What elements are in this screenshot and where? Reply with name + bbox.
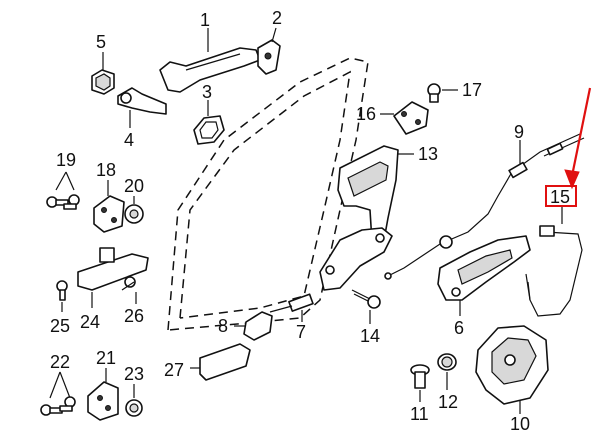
label-part-16: 16: [356, 104, 376, 124]
label-part-26: 26: [124, 306, 144, 326]
label-part-12: 12: [438, 392, 458, 412]
label-part-23: 23: [124, 364, 144, 384]
label-part-4: 4: [124, 130, 134, 150]
bracket-plate: [380, 101, 429, 135]
bushing-20: [124, 196, 144, 224]
handle-gasket: [193, 100, 225, 145]
bolt-11: [410, 364, 430, 402]
label-part-5: 5: [96, 32, 106, 52]
label-part-11: 11: [410, 404, 429, 424]
label-part-3: 3: [202, 82, 212, 102]
label-part-10: 10: [510, 414, 530, 434]
bracket-21: [87, 368, 119, 421]
label-part-24: 24: [80, 312, 100, 332]
label-part-15: 15: [550, 187, 570, 207]
bushing-23: [125, 384, 143, 417]
label-part-25: 25: [50, 316, 70, 336]
label-part-14: 14: [360, 326, 380, 346]
door-check-24: [77, 247, 149, 308]
label-part-1: 1: [200, 10, 210, 30]
label-part-18: 18: [96, 160, 116, 180]
label-part-17: 17: [462, 80, 482, 100]
lock-actuator: [437, 235, 531, 316]
handle-bracket: [319, 227, 393, 291]
lock-cylinder: [117, 87, 167, 128]
highlight-box: [545, 185, 577, 207]
highlight-callout: [545, 87, 592, 207]
lock-cylinder-cap: [91, 52, 115, 95]
label-part-9: 9: [514, 122, 524, 142]
label-part-2: 2: [272, 8, 282, 28]
label-part-21: 21: [96, 348, 116, 368]
cap-12: [437, 353, 457, 390]
plug-8: [234, 311, 273, 341]
door-outline: [167, 57, 369, 331]
bolt-25: [56, 280, 68, 312]
pin-7: [269, 293, 314, 322]
release-cable: [384, 133, 585, 280]
part-labels: 1 2 3 4 5 6 7 8 9 10 11 12 13 14 15 16 1…: [50, 8, 570, 434]
label-part-20: 20: [124, 176, 144, 196]
label-part-7: 7: [296, 322, 306, 342]
label-part-8: 8: [218, 316, 228, 336]
handle-cover: [257, 27, 281, 75]
bolts-22: [40, 371, 76, 416]
label-part-6: 6: [454, 318, 464, 338]
inner-door-handle: [337, 145, 414, 243]
lock-rod: [525, 206, 583, 317]
door-latch: [475, 325, 549, 414]
label-part-22: 22: [50, 352, 70, 372]
check-bracket-18: [93, 180, 125, 233]
bolts-19: [46, 171, 80, 210]
bolt-17: [427, 83, 458, 103]
label-part-19: 19: [56, 150, 76, 170]
screw-14: [351, 289, 381, 324]
label-part-27: 27: [164, 360, 184, 380]
label-part-13: 13: [418, 144, 438, 164]
bolt-26: [121, 276, 137, 304]
bumper-27: [190, 343, 251, 381]
